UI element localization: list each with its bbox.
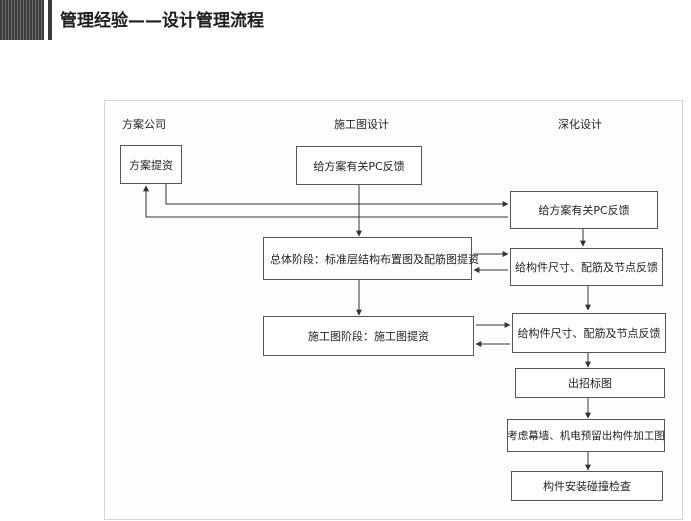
- page-title: 管理经验——设计管理流程: [60, 11, 264, 31]
- box-tender-drawings: 出招标图: [515, 368, 665, 398]
- box-construction-stage: 施工图阶段：施工图提资: [263, 316, 474, 356]
- box-detail-pc-feedback: 给方案有关PC反馈: [510, 191, 658, 229]
- header-divider-bar: [48, 0, 52, 40]
- column-label-scheme-company: 方案公司: [122, 118, 166, 131]
- box-fabrication-drawings: 考虑幕墙、机电预留出构件加工图: [507, 419, 665, 452]
- box-component-feedback-2: 给构件尺寸、配筋及节点反馈: [512, 313, 666, 353]
- box-component-feedback-1: 给构件尺寸、配筋及节点反馈: [510, 248, 663, 286]
- column-label-detailed-design: 深化设计: [558, 118, 602, 131]
- header-logo-block: [0, 0, 44, 40]
- box-mid-pc-feedback: 给方案有关PC反馈: [296, 146, 422, 185]
- box-clash-check: 构件安装碰撞检查: [511, 471, 663, 501]
- column-label-construction-design: 施工图设计: [334, 118, 389, 131]
- arrow-scheme-to-detail-feedback: [165, 184, 509, 207]
- box-scheme-submission: 方案提资: [120, 145, 182, 184]
- box-overall-stage: 总体阶段：标准层结构布置图及配筋图提资: [263, 237, 479, 280]
- arrow-detail-feedback-to-scheme: [143, 185, 508, 218]
